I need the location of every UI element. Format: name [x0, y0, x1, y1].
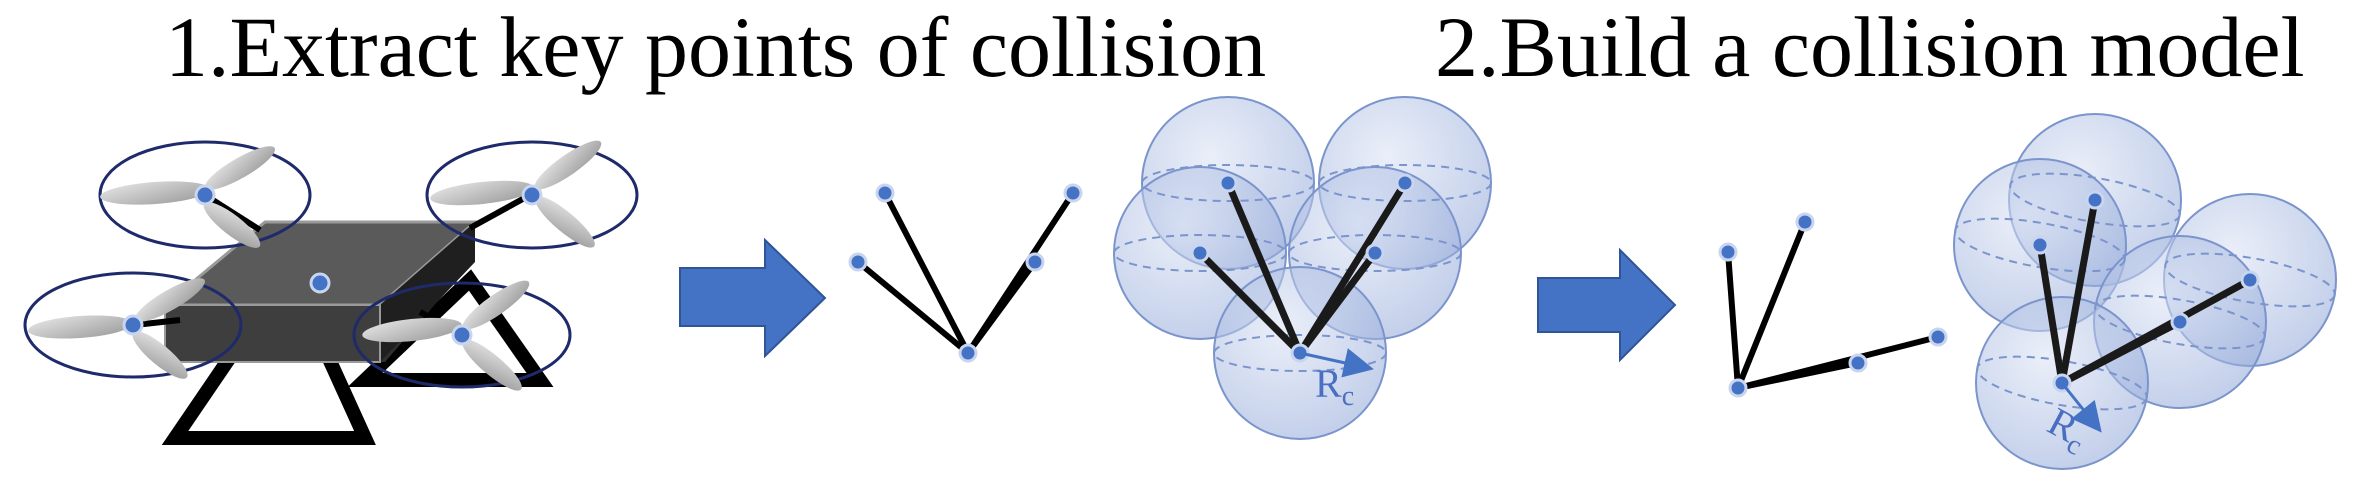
step1-heading: 1.Extract key points of collision [165, 0, 1267, 95]
key-points-skeleton-2 [1718, 212, 1948, 398]
rotor-back-left [23, 271, 243, 379]
step2-heading: 2.Build a collision model [1435, 0, 2305, 95]
key-point [848, 252, 868, 272]
arrow-right-2 [1537, 247, 1677, 363]
key-point [1025, 252, 1045, 272]
rotor-front-left [98, 140, 312, 250]
key-point [1718, 242, 1738, 262]
key-point [1728, 378, 1748, 398]
drone-body [160, 220, 479, 363]
radius-label-sub: c [1342, 381, 1354, 412]
drone-illustration [23, 140, 639, 445]
arrow-right-1 [679, 237, 827, 359]
radius-label-main: R [1315, 361, 1342, 406]
collision-spheres-1: Rc [1113, 96, 1492, 440]
body-center-point [309, 272, 331, 294]
key-point [1848, 353, 1868, 373]
rotor-front-right [352, 280, 572, 391]
radius-label-1: Rc [1315, 361, 1354, 412]
key-points-skeleton-1 [848, 183, 1083, 363]
key-point [958, 343, 978, 363]
radius-arrow-1 [1299, 348, 1374, 378]
key-point [875, 183, 895, 203]
radius-arrow-2 [2060, 382, 2102, 433]
collision-spheres-2: Rc [1953, 113, 2337, 470]
key-point [1063, 183, 1083, 203]
rotor-back-right [425, 140, 639, 250]
key-point [1928, 327, 1948, 347]
key-point [1795, 212, 1815, 232]
